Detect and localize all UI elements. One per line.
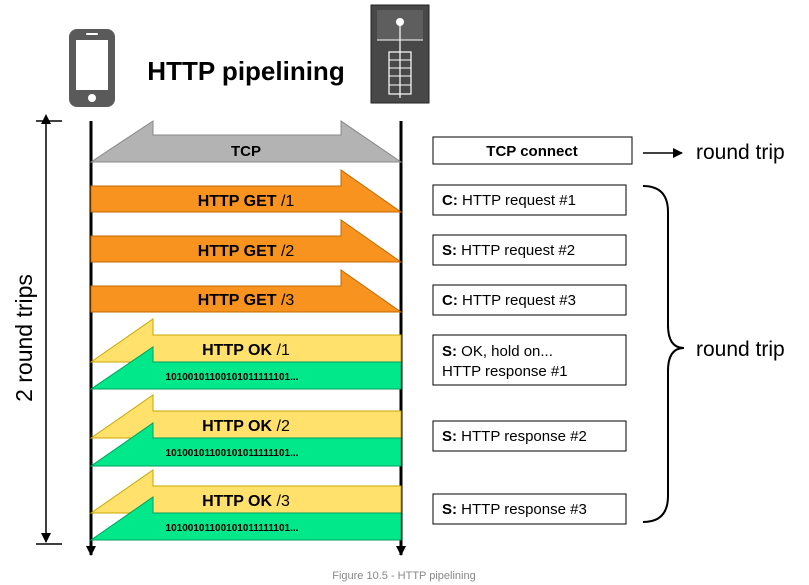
svg-text:C: HTTP request #3: C: HTTP request #3	[442, 292, 576, 309]
request-arrow-1: HTTP GET /1	[90, 169, 403, 213]
note-response-1: S: OK, hold on... HTTP response #1	[432, 334, 627, 386]
note-request-1-prefix: C:	[442, 192, 458, 209]
figure-caption: Figure 10.5 - HTTP pipelining	[332, 570, 475, 582]
note-tcp-connect: TCP connect	[432, 136, 633, 165]
response-1-payload: 10100101100101011111101...	[166, 372, 299, 383]
request-arrow-2: HTTP GET /2	[90, 219, 403, 263]
svg-text:C: HTTP request #1: C: HTTP request #1	[442, 192, 576, 209]
response-1-status: HTTP OK	[202, 342, 272, 359]
svg-text:HTTP GET /1: HTTP GET /1	[198, 193, 295, 210]
note-response-3: S: HTTP response #3	[432, 493, 627, 525]
response-2-payload: 10100101100101011111101...	[166, 448, 299, 459]
response-2-status: HTTP OK	[202, 418, 272, 435]
svg-text:HTTP GET /2: HTTP GET /2	[198, 243, 295, 260]
response-arrow-3: HTTP OK /3 10100101100101011111101...	[89, 469, 402, 541]
response-2-path: /2	[272, 418, 290, 435]
note-response-2: S: HTTP response #2	[432, 420, 627, 452]
note-tcp-connect-text: TCP connect	[486, 143, 577, 160]
response-1-path: /1	[272, 342, 290, 359]
svg-text:HTTP OK /1: HTTP OK /1	[202, 342, 290, 359]
svg-text:HTTP OK /3: HTTP OK /3	[202, 493, 290, 510]
tcp-arrow	[89, 120, 403, 163]
request-2-method: HTTP GET	[198, 243, 277, 260]
note-response-2-prefix: S:	[442, 428, 457, 445]
note-request-3-prefix: C:	[442, 292, 458, 309]
request-1-path: /1	[277, 193, 295, 210]
svg-text:S: OK, hold on...: S: OK, hold on...	[442, 343, 553, 360]
round-trip-brace	[642, 185, 685, 523]
tcp-arrow-label: TCP	[231, 143, 261, 160]
note-response-3-text: HTTP response #3	[457, 501, 587, 518]
note-request-2-prefix: S:	[442, 242, 457, 259]
note-request-3-text: HTTP request #3	[458, 292, 576, 309]
tcp-round-trip-label: round trip	[696, 141, 785, 164]
two-round-trips-label: 2 round trips	[11, 274, 37, 402]
request-arrow-3: HTTP GET /3	[90, 269, 403, 313]
note-request-3: C: HTTP request #3	[432, 284, 627, 316]
note-response-1-line1: OK, hold on...	[457, 343, 553, 360]
note-response-3-prefix: S:	[442, 501, 457, 518]
svg-text:S: HTTP response #3: S: HTTP response #3	[442, 501, 587, 518]
svg-text:S: HTTP response #2: S: HTTP response #2	[442, 428, 587, 445]
diagram-title: HTTP pipelining	[147, 56, 344, 86]
server-rack-icon	[370, 4, 430, 104]
two-round-trips-measure	[36, 114, 62, 545]
response-arrow-2: HTTP OK /2 10100101100101011111101...	[89, 394, 402, 467]
http-round-trip-label: round trip	[696, 338, 785, 361]
note-request-1-text: HTTP request #1	[458, 192, 576, 209]
smartphone-icon	[69, 29, 115, 107]
response-3-path: /3	[272, 493, 290, 510]
response-3-payload: 10100101100101011111101...	[166, 523, 299, 534]
request-3-method: HTTP GET	[198, 292, 277, 309]
svg-text:HTTP OK /2: HTTP OK /2	[202, 418, 290, 435]
request-2-path: /2	[277, 243, 295, 260]
request-1-method: HTTP GET	[198, 193, 277, 210]
svg-text:S: HTTP request #2: S: HTTP request #2	[442, 242, 575, 259]
note-response-1-line2: HTTP response #1	[442, 363, 568, 380]
request-3-path: /3	[277, 292, 295, 309]
response-3-status: HTTP OK	[202, 493, 272, 510]
svg-text:HTTP GET /3: HTTP GET /3	[198, 292, 295, 309]
note-request-2: S: HTTP request #2	[432, 234, 627, 266]
note-response-2-text: HTTP response #2	[457, 428, 587, 445]
response-arrow-1: HTTP OK /1 10100101100101011111101...	[89, 318, 402, 390]
note-response-1-prefix: S:	[442, 343, 457, 360]
note-request-2-text: HTTP request #2	[457, 242, 575, 259]
note-request-1: C: HTTP request #1	[432, 184, 627, 216]
